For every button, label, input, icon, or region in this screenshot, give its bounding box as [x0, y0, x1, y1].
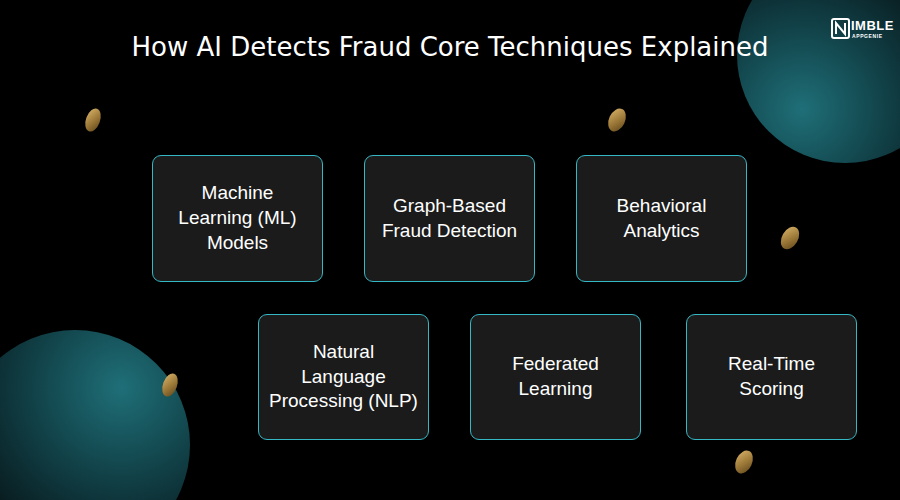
coin: [777, 224, 803, 253]
coin: [605, 106, 630, 135]
logo-text: IMBLE: [851, 18, 894, 33]
technique-box: Graph-Based Fraud Detection: [364, 155, 535, 282]
box-label: Natural Language Processing (NLP): [259, 340, 428, 414]
logo-frame: [832, 19, 849, 38]
decor-circle: [0, 330, 190, 500]
diagram-title: How AI Detects Fraud Core Techniques Exp…: [130, 30, 770, 66]
box-label: Behavioral Analytics: [577, 194, 746, 243]
coin: [732, 448, 757, 477]
technique-box: Behavioral Analytics: [576, 155, 747, 282]
box-label: Graph-Based Fraud Detection: [365, 194, 534, 243]
technique-box: Federated Learning: [470, 314, 641, 440]
logo-icon: [832, 19, 849, 38]
logo-text: APPGENIE: [852, 33, 883, 39]
box-label: Machine Learning (ML) Models: [153, 181, 322, 255]
technique-box: Real-Time Scoring: [686, 314, 857, 440]
box-label: Federated Learning: [471, 352, 640, 401]
coin: [159, 371, 180, 398]
technique-box: Machine Learning (ML) Models: [152, 155, 323, 282]
box-label: Real-Time Scoring: [687, 352, 856, 401]
technique-box: Natural Language Processing (NLP): [258, 314, 429, 440]
decor-circle: [737, 0, 900, 163]
coin: [82, 106, 103, 133]
logo-n: [836, 23, 845, 34]
